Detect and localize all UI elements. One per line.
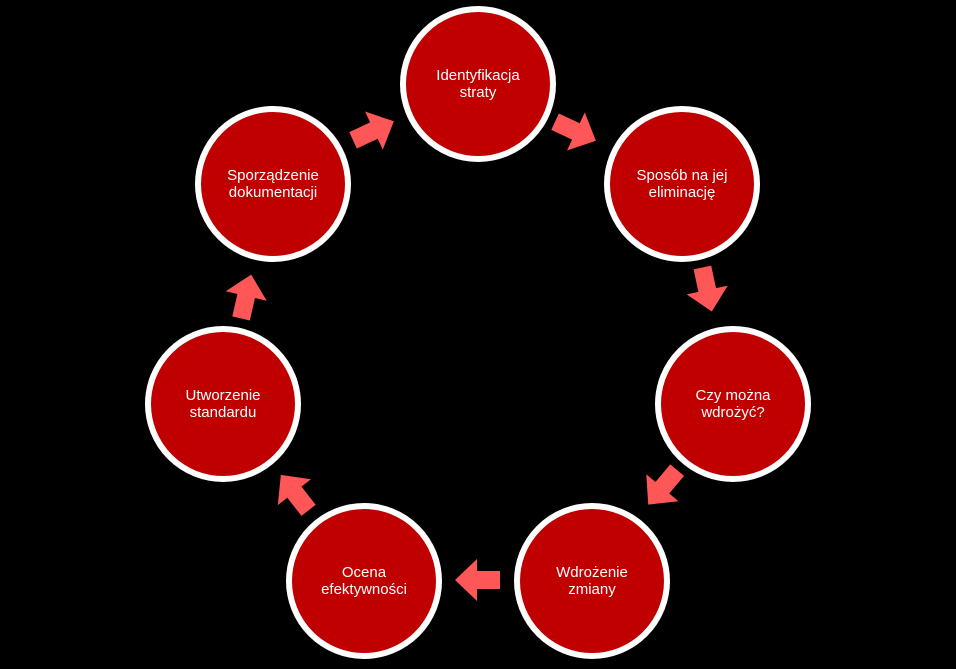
cycle-node-label: Identyfikacja straty	[436, 67, 520, 101]
cycle-node-label: Ocena efektywności	[321, 564, 407, 598]
cycle-node-sporzadzenie-dokumentacji: Sporządzenie dokumentacji	[195, 106, 351, 262]
cycle-node-sposob-eliminacji: Sposób na jej eliminację	[604, 106, 760, 262]
cycle-node-utworzenie-standardu: Utworzenie standardu	[145, 326, 301, 482]
right-arrow-icon	[632, 456, 694, 519]
cycle-node-wdrozenie-zmiany: Wdrożenie zmiany	[514, 503, 670, 659]
right-arrow-icon	[264, 461, 326, 524]
right-arrow-icon	[681, 263, 733, 316]
right-arrow-icon	[344, 102, 403, 160]
cycle-node-label: Wdrożenie zmiany	[556, 564, 628, 598]
cycle-node-ocena-efektywnosci: Ocena efektywności	[286, 503, 442, 659]
right-arrow-icon	[546, 102, 605, 160]
cycle-node-label: Utworzenie standardu	[185, 387, 261, 421]
cycle-node-identyfikacja-straty: Identyfikacja straty	[400, 6, 556, 162]
cycle-node-czy-mozna-wdrozyc: Czy można wdrożyć?	[655, 326, 811, 482]
cycle-node-label: Czy można wdrożyć?	[695, 387, 771, 421]
right-arrow-icon	[220, 269, 272, 324]
cycle-node-label: Sposób na jej eliminację	[636, 167, 728, 201]
right-arrow-icon	[455, 559, 500, 601]
cycle-node-label: Sporządzenie dokumentacji	[227, 167, 319, 201]
